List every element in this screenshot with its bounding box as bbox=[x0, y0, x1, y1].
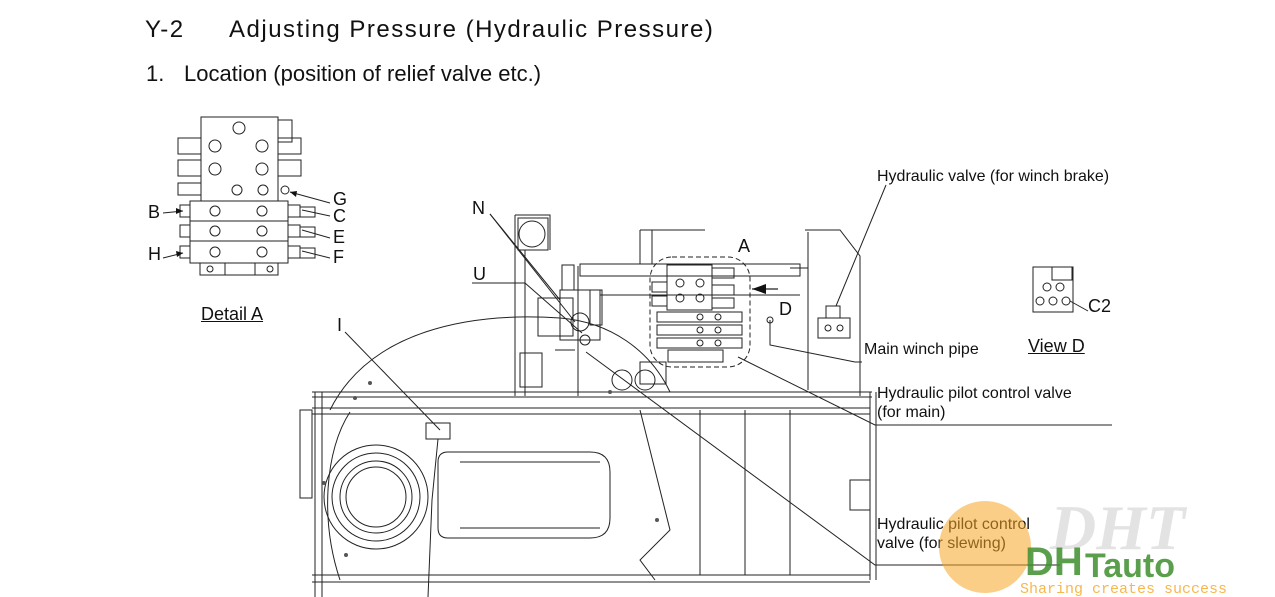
view-d-caption: View D bbox=[1028, 336, 1085, 356]
section-code: Y-2 bbox=[145, 16, 185, 43]
callout-n: N bbox=[472, 198, 485, 218]
subsection-number: 1. bbox=[146, 61, 165, 86]
port-label-f: F bbox=[333, 247, 344, 267]
pilot-valve-cluster bbox=[537, 264, 603, 351]
port-label-g: G bbox=[333, 189, 348, 209]
detail-a-caption: Detail A bbox=[201, 304, 264, 324]
callout-d: D bbox=[779, 299, 792, 319]
valve-bank-a bbox=[649, 256, 751, 368]
label-pilot-slew-line1: Hydraulic pilot control bbox=[877, 516, 1030, 533]
callout-a: A bbox=[738, 236, 751, 256]
port-label-e: E bbox=[333, 227, 346, 247]
view-d-port-c2: C2 bbox=[1088, 296, 1112, 316]
winch-brake-valve bbox=[790, 267, 851, 339]
subsection-title: Location (position of relief valve etc.) bbox=[184, 61, 542, 86]
callout-u: U bbox=[473, 264, 486, 284]
frame-outline bbox=[299, 214, 877, 597]
label-winch-brake-valve: Hydraulic valve (for winch brake) bbox=[877, 168, 1110, 185]
port-label-h: H bbox=[148, 244, 161, 264]
leader-lines bbox=[344, 184, 1112, 566]
label-pilot-main-line2: (for main) bbox=[877, 404, 946, 421]
pilot-valve-i bbox=[425, 422, 451, 597]
view-d-valve bbox=[1032, 266, 1089, 313]
detail-a-valve-block bbox=[162, 116, 331, 276]
callout-i: I bbox=[337, 315, 343, 335]
section-heading: Y-2 Adjusting Pressure (Hydraulic Pressur… bbox=[145, 16, 714, 44]
section-title: Adjusting Pressure (Hydraulic Pressure) bbox=[229, 16, 715, 43]
subsection-heading: 1. Location (position of relief valve etc… bbox=[146, 61, 541, 87]
port-label-c: C bbox=[333, 206, 346, 226]
label-pilot-slew-line2: valve (for slewing) bbox=[877, 535, 1006, 552]
label-main-winch-pipe: Main winch pipe bbox=[864, 341, 979, 358]
label-pilot-main-line1: Hydraulic pilot control valve bbox=[877, 385, 1072, 402]
port-label-b: B bbox=[148, 202, 161, 222]
